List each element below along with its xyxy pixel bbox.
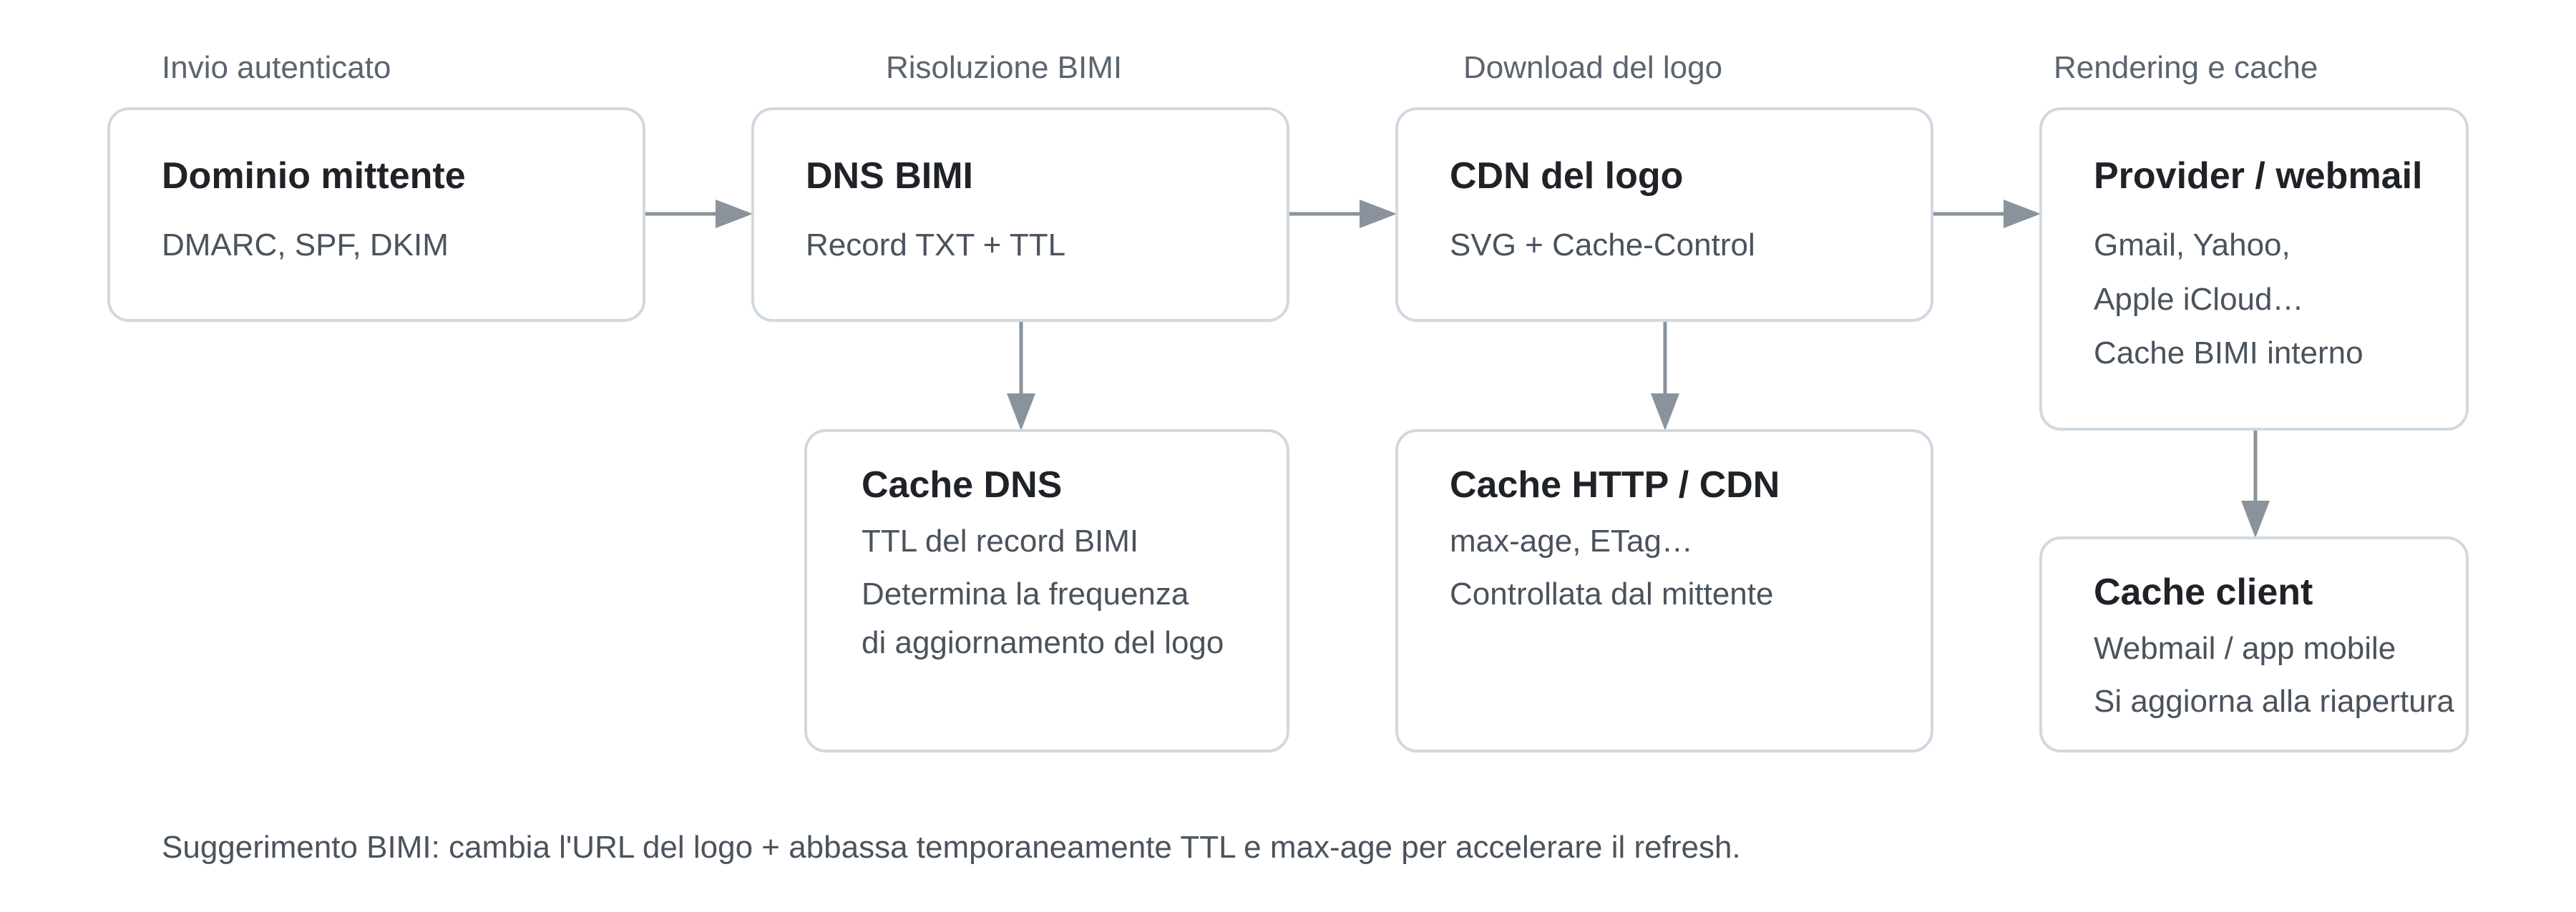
footnote-tip: Suggerimento BIMI: cambia l'URL del logo… — [162, 830, 1741, 865]
node-sender-domain: Dominio mittente DMARC, SPF, DKIM — [107, 107, 645, 322]
node-http-cache: Cache HTTP / CDN max-age, ETag… Controll… — [1395, 429, 1933, 752]
node-title: Cache DNS — [862, 464, 1063, 506]
node-detail: SVG + Cache-Control — [1450, 227, 1755, 263]
node-title: DNS BIMI — [806, 155, 973, 197]
node-detail: Record TXT + TTL — [806, 227, 1066, 263]
node-logo-cdn: CDN del logo SVG + Cache-Control — [1395, 107, 1933, 322]
arrow-cdn-to-provider — [1933, 200, 2041, 228]
node-detail: Webmail / app mobile — [2094, 631, 2396, 666]
node-detail: di aggiornamento del logo — [862, 625, 1224, 660]
node-title: Cache client — [2094, 572, 2313, 613]
stage-label-bimi-resolution: Risoluzione BIMI — [886, 50, 1123, 85]
node-dns-cache: Cache DNS TTL del record BIMI Determina … — [804, 429, 1289, 752]
node-detail: Gmail, Yahoo, — [2094, 227, 2290, 263]
arrow-dns-to-cdn — [1289, 200, 1397, 228]
node-detail: max-age, ETag… — [1450, 524, 1693, 559]
stage-label-rendering-cache: Rendering e cache — [2054, 50, 2318, 85]
stage-label-send: Invio autenticato — [162, 50, 391, 85]
stage-label-logo-download: Download del logo — [1463, 50, 1723, 85]
node-detail: TTL del record BIMI — [862, 524, 1139, 559]
node-detail: Controllata dal mittente — [1450, 577, 1774, 612]
arrow-dns-to-dns-cache — [1007, 322, 1035, 431]
node-title: CDN del logo — [1450, 155, 1684, 197]
node-detail: Cache BIMI interno — [2094, 335, 2363, 371]
node-detail: Si aggiorna alla riapertura — [2094, 684, 2454, 719]
node-title: Cache HTTP / CDN — [1450, 464, 1780, 506]
node-title: Provider / webmail — [2094, 155, 2423, 197]
node-detail: Apple iCloud… — [2094, 282, 2304, 317]
node-dns-bimi: DNS BIMI Record TXT + TTL — [751, 107, 1289, 322]
arrow-cdn-to-http-cache — [1651, 322, 1679, 431]
node-detail: Determina la frequenza — [862, 577, 1189, 612]
node-title: Dominio mittente — [162, 155, 466, 197]
node-client-cache: Cache client Webmail / app mobile Si agg… — [2039, 536, 2469, 752]
node-detail: DMARC, SPF, DKIM — [162, 227, 449, 263]
node-provider-webmail: Provider / webmail Gmail, Yahoo, Apple i… — [2039, 107, 2469, 431]
arrow-sender-to-dns — [645, 200, 753, 228]
arrow-provider-to-client-cache — [2241, 431, 2270, 538]
